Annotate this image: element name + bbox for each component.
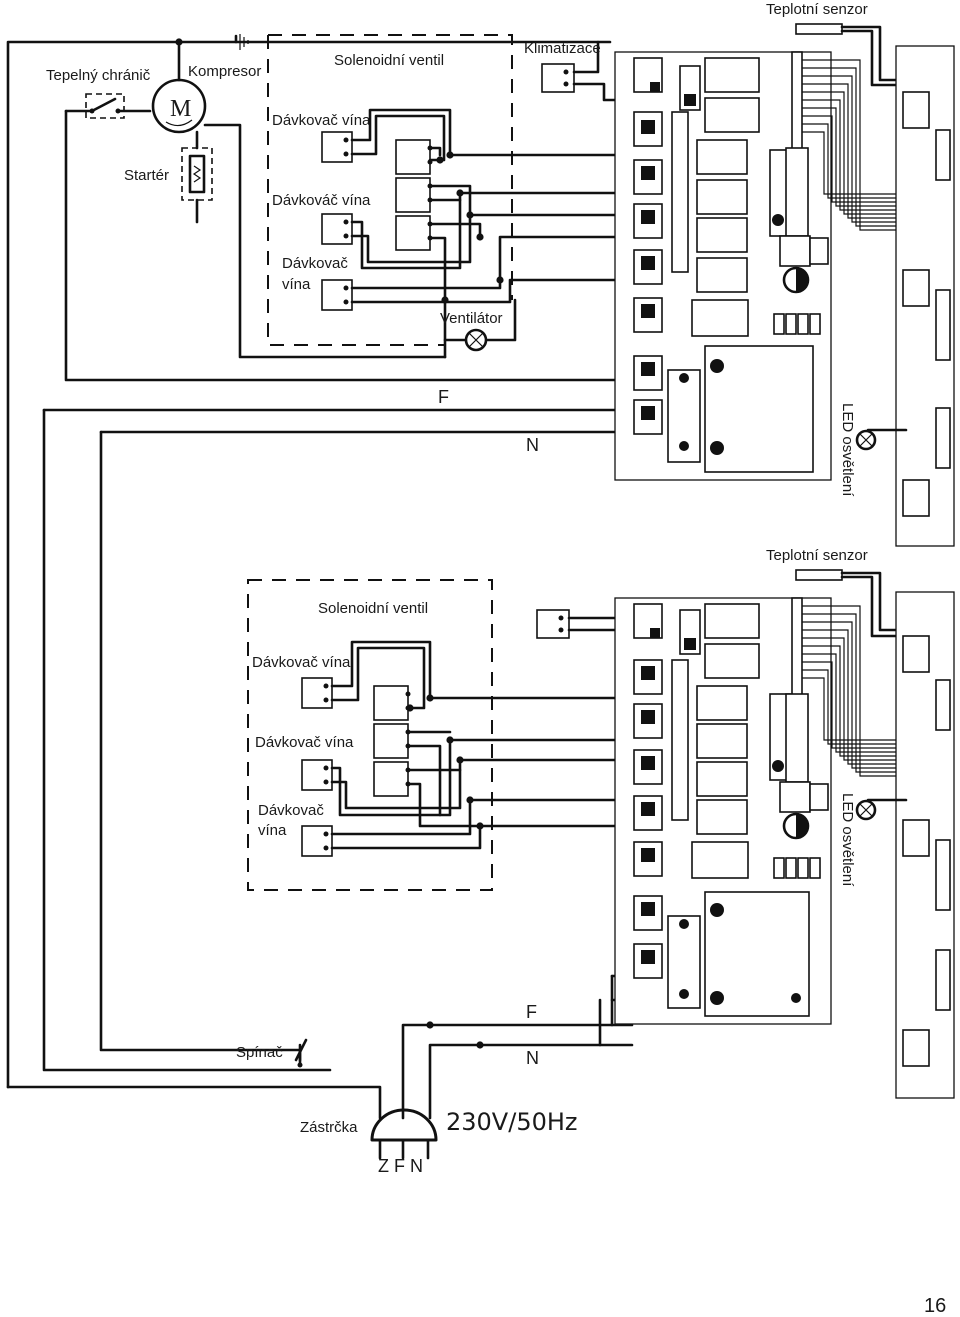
dispenser-bottom-2: Dávkovač vína	[255, 734, 354, 791]
dispenser-bottom-3: Dávkovač vína	[258, 802, 333, 857]
wiring-top-dispensers	[350, 108, 662, 359]
compressor-label: Kompresor	[188, 63, 261, 80]
display-board-top	[895, 45, 955, 547]
compressor-symbol: M	[170, 96, 191, 122]
dispenser-top-2-label: Dávkováč vína	[272, 192, 371, 209]
display-board-bottom	[895, 591, 955, 1099]
ribbon-cable-bottom	[802, 605, 900, 777]
starter-label: Startér	[124, 167, 169, 184]
dispenser-bottom-3-label-line2: vína	[258, 822, 287, 839]
pcb-bottom-relays	[667, 603, 810, 1017]
pcb-top-ic	[769, 51, 829, 335]
solenoid-valve-group-bottom: Solenoidní ventil	[247, 579, 493, 891]
pcb-top-terminals	[633, 57, 701, 435]
led-lighting-top: LED osvětlení	[839, 403, 908, 497]
led-bottom-label: LED osvětlení	[839, 793, 856, 887]
temp-sensor-bottom: Teplotní senzor	[766, 547, 900, 638]
neutral-bottom-label: N	[526, 1048, 539, 1068]
ventilator-label: Ventilátor	[440, 310, 503, 327]
valve-blocks-bottom	[373, 685, 411, 797]
air-conditioning-label: Klimatizace	[524, 40, 601, 57]
air-conditioning: Klimatizace	[524, 40, 634, 102]
ventilator: Ventilátor	[440, 298, 517, 352]
plug-label: Zástrčka	[300, 1119, 358, 1136]
plug-pins-label: Z F N	[378, 1156, 423, 1176]
dispenser-top-3-label-line1: Dávkovač	[282, 255, 348, 272]
plug: Zástrčka Z F N 230V/50Hz	[300, 1108, 578, 1176]
temp-sensor-bottom-label: Teplotní senzor	[766, 547, 868, 564]
switch-label: Spínač	[236, 1044, 283, 1061]
starter: Startér	[124, 123, 447, 359]
led-top-label: LED osvětlení	[839, 403, 856, 497]
phase-bottom-label: F	[526, 1002, 537, 1022]
dispenser-top-3-label-line2: vína	[282, 276, 311, 293]
ribbon-cable-top	[802, 59, 900, 231]
pcb-bottom-ic	[769, 597, 829, 879]
dispenser-top-2: Dávkováč vína	[272, 192, 371, 245]
dispenser-bottom-1-label: Dávkovač vína	[252, 654, 351, 671]
pcb-main-bottom	[614, 597, 832, 1025]
led-lighting-bottom: LED osvětlení	[839, 793, 908, 887]
dispenser-bottom-3-label-line1: Dávkovač	[258, 802, 324, 819]
compressor: M Kompresor	[151, 34, 261, 134]
valve-blocks-top	[395, 139, 433, 251]
switch: Spínač	[236, 1038, 308, 1068]
solenoid-valve-bottom-label: Solenoidní ventil	[318, 600, 428, 617]
pcb-top-relays	[667, 57, 814, 473]
dispenser-top-1-label: Dávkovač vína	[272, 112, 371, 129]
dispenser-bottom-2-label: Dávkovač vína	[255, 734, 354, 751]
temp-sensor-top: Teplotní senzor	[766, 1, 900, 87]
solenoid-valve-top-label: Solenoidní ventil	[334, 52, 444, 69]
neutral-top-label: N	[526, 435, 539, 455]
dispenser-bottom-1: Dávkovač vína	[252, 654, 351, 709]
thermal-protector: Tepelný chránič	[46, 67, 152, 119]
power-wiring	[6, 40, 634, 1120]
temp-sensor-top-label: Teplotní senzor	[766, 1, 868, 18]
phase-top-label: F	[438, 387, 449, 407]
page-number: 16	[924, 1295, 946, 1317]
pcb-bottom-terminals	[633, 603, 701, 979]
voltage-label: 230V/50Hz	[446, 1108, 578, 1136]
thermal-protector-label: Tepelný chránič	[46, 67, 151, 84]
pcb-main-top	[614, 51, 832, 481]
dispenser-top-3: Dávkovač vína	[282, 255, 353, 311]
solenoid-valve-group-top: Solenoidní ventil	[267, 34, 513, 346]
dispenser-top-1: Dávkovač vína	[272, 112, 371, 163]
wiring-bottom-dispensers	[330, 640, 662, 850]
